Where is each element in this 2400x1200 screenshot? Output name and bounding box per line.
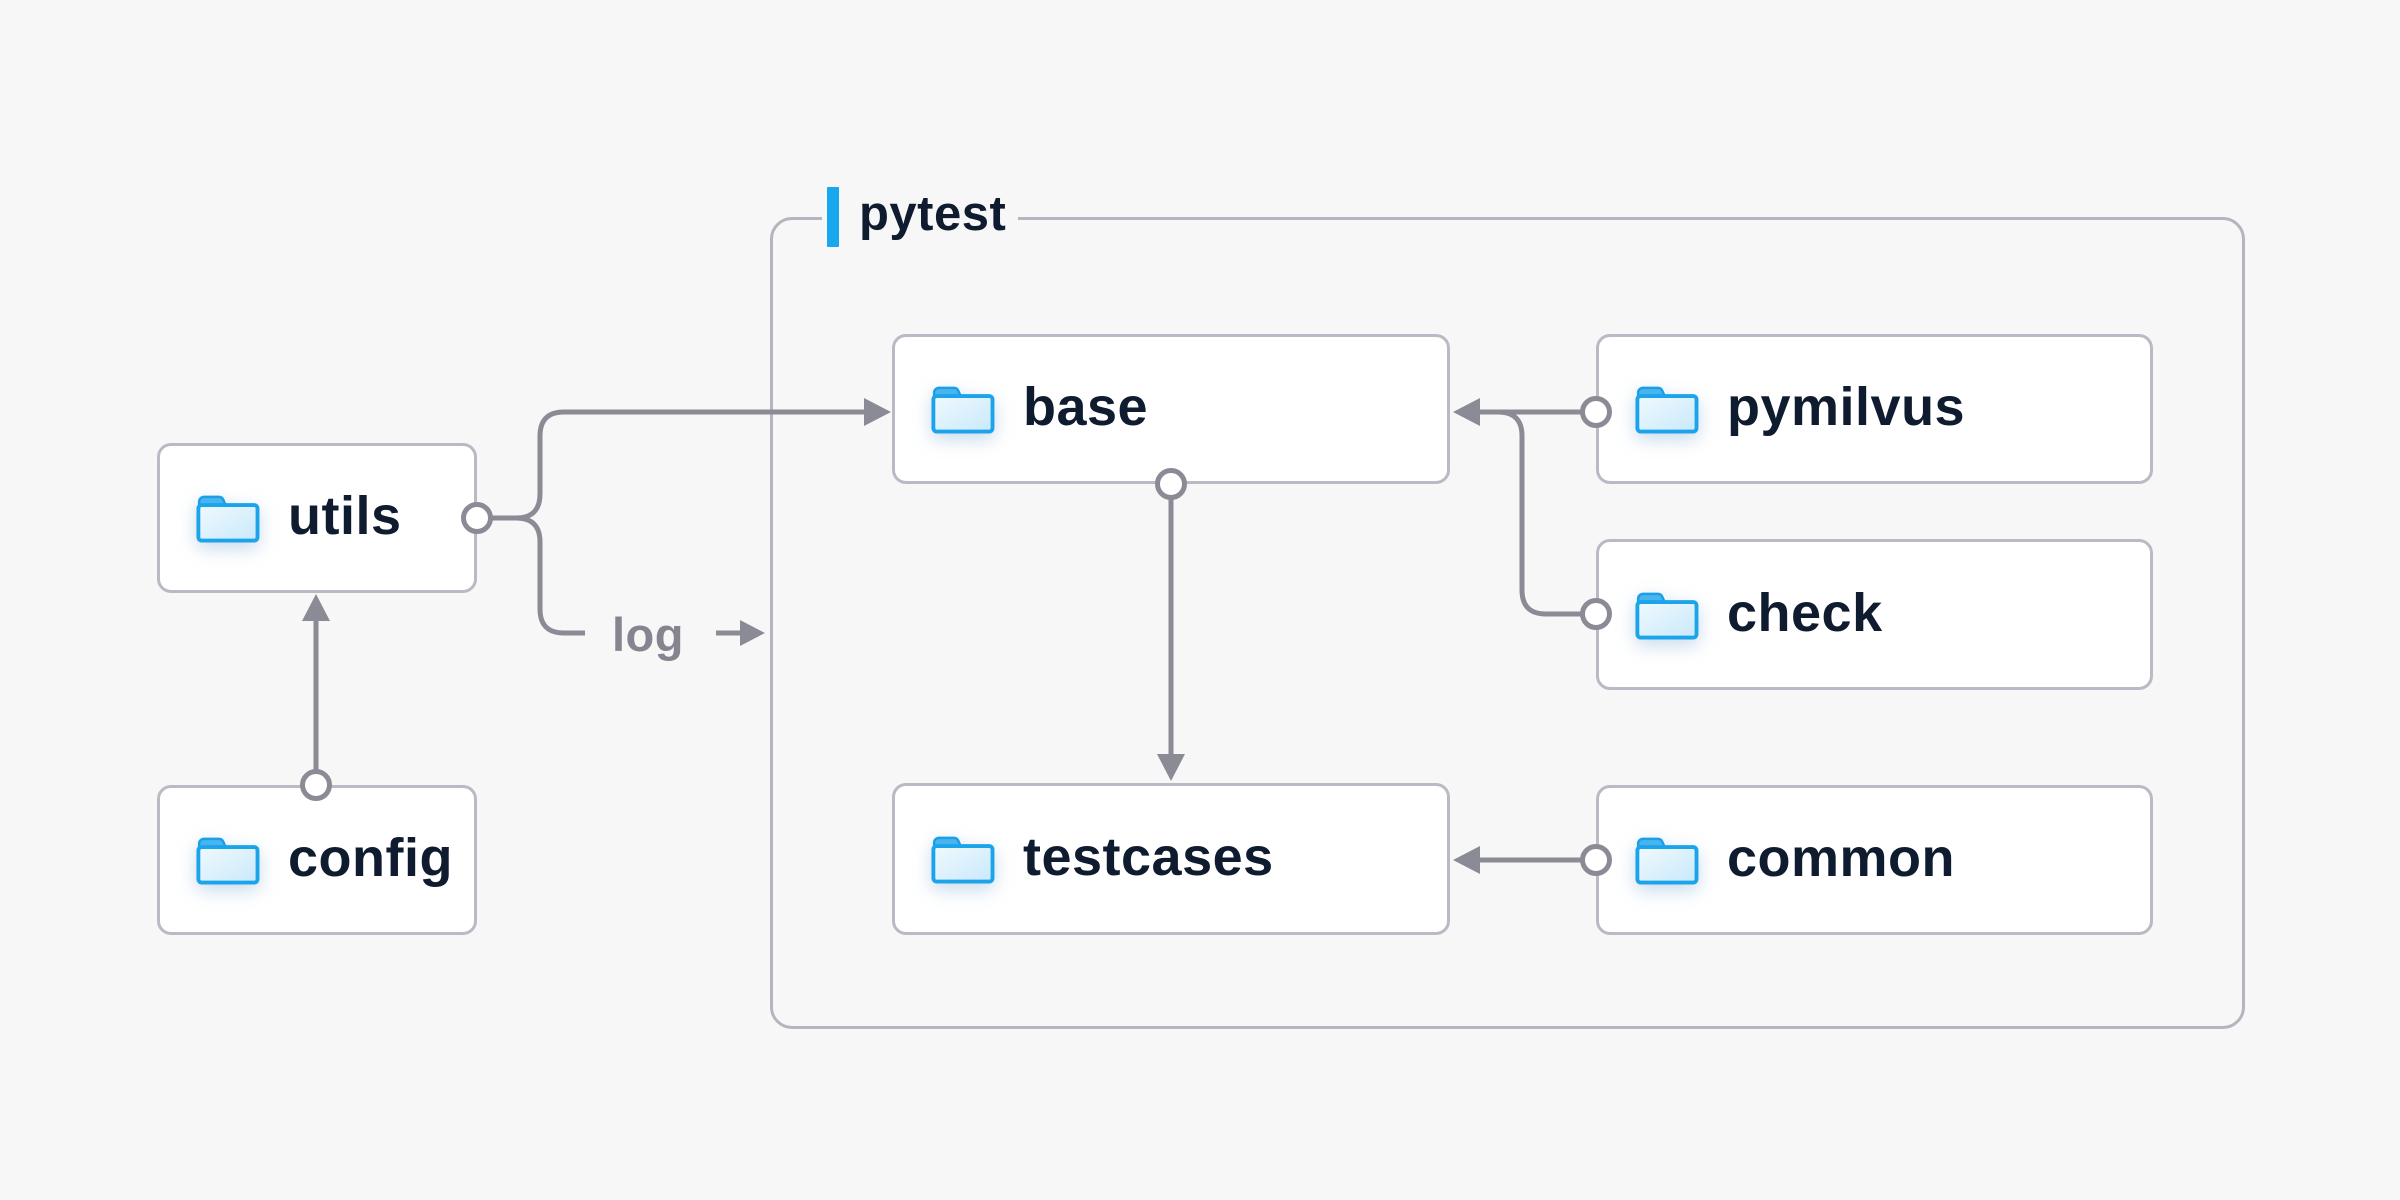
node-check: check (1596, 539, 2153, 690)
folder-icon (1635, 592, 1699, 640)
accent-bar-icon (827, 187, 839, 247)
folder-icon (931, 386, 995, 434)
folder-icon (196, 837, 260, 885)
edge-utils-log (490, 515, 585, 636)
folder-icon (1635, 837, 1699, 885)
arrowhead-up (302, 594, 330, 621)
node-label: base (1023, 377, 1149, 437)
arrowhead-right (740, 620, 765, 646)
node-label: common (1727, 828, 1956, 888)
node-config: config (157, 785, 477, 935)
node-testcases: testcases (892, 783, 1450, 935)
folder-icon (1635, 386, 1699, 434)
node-label: testcases (1023, 827, 1274, 887)
node-label: config (288, 828, 453, 888)
node-common: common (1596, 785, 2153, 935)
node-utils: utils (157, 443, 477, 593)
log-edge-label: log (612, 608, 684, 661)
node-label: check (1727, 582, 1883, 643)
folder-icon (196, 495, 260, 543)
node-base: base (892, 334, 1450, 484)
pytest-group-frame (770, 217, 2245, 1029)
node-label: pymilvus (1727, 377, 1966, 437)
group-title: pytest (859, 186, 1007, 241)
pytest-group-label: pytest (822, 185, 1019, 249)
node-pymilvus: pymilvus (1596, 334, 2153, 484)
node-label: utils (288, 486, 402, 546)
folder-icon (931, 836, 995, 884)
